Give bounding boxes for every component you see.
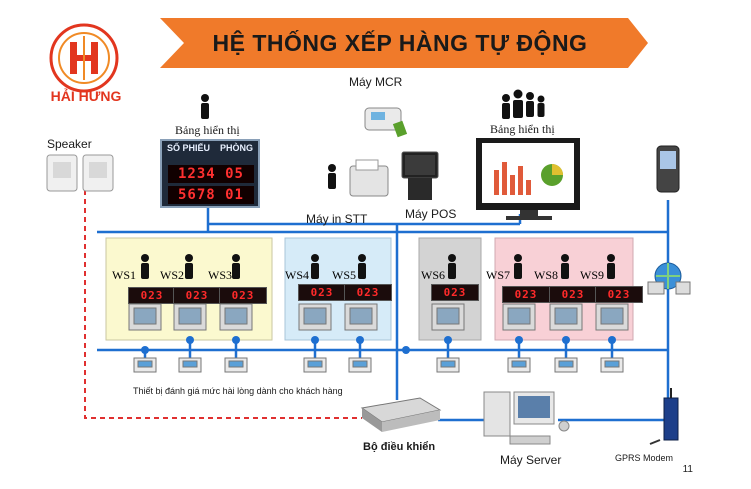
ws-label-4: WS4 [285,268,309,282]
person-icon [328,164,336,189]
ws-display-2: 023 [173,287,221,304]
ticket-printer-icon [349,159,389,197]
feedback-devices [133,357,624,373]
feedback-device-icon [507,357,531,373]
speaker-link [84,190,362,419]
person-icon [561,254,569,279]
network-junctions [141,336,616,354]
monitor-icon [173,303,207,331]
feedback-device-icon [436,357,460,373]
feedback-devices-label: Thiết bị đánh giá mức hài lòng dành cho … [133,386,343,396]
ws-display-3: 023 [219,287,267,304]
person-icon [185,254,193,279]
monitor-icon [502,303,536,331]
ws-label-8: WS8 [534,268,558,282]
ws-label-5: WS5 [332,268,356,282]
ws-display-9: 023 [595,286,643,303]
monitor-icon [219,303,253,331]
person-icon [513,89,523,118]
monitor-icon [128,303,162,331]
person-icon [232,254,240,279]
ws-display-8: 023 [549,286,597,303]
ws-display-7: 023 [502,286,550,303]
controller-icon [360,397,442,432]
speaker-icon [46,154,114,192]
person-icon [358,254,366,279]
person-icon [141,254,149,279]
page-number: 11 [682,464,693,475]
logo-name: HẢI HƯNG [50,88,122,104]
ws-display-1: 023 [128,287,176,304]
monitor-icon [595,303,629,331]
feedback-device-icon [133,357,157,373]
monitor-icon [344,303,378,331]
tv-display-icon [476,138,580,220]
ws-label-1: WS1 [112,268,136,282]
ws-display-4: 023 [298,284,346,301]
speaker-label: Speaker [47,137,92,151]
person-icon [537,95,545,117]
feedback-device-icon [224,357,248,373]
controller-label: Bộ điều khiển [363,441,436,453]
ws-label-6: WS6 [421,268,445,282]
feedback-device-icon [554,357,578,373]
server-label: Máy Server [500,453,562,467]
gprs-modem-icon [649,388,679,445]
mcr-label: Máy MCR [349,75,403,89]
monitor-icon [298,303,332,331]
monitor-icon [549,303,583,331]
internet-globe-icon [647,262,691,295]
network-lines [97,200,670,422]
board-row-1: 1234 05 [168,165,254,183]
title-banner [160,18,648,68]
feedback-device-icon [178,357,202,373]
person-icon [201,94,209,119]
feedback-device-icon [303,357,327,373]
ticket-printer-label: Máy in STT [306,212,368,226]
display-board-label: Bảng hiển thị [175,123,240,137]
ws-label-9: WS9 [580,268,604,282]
ws-display-6: 023 [431,284,479,301]
page-title: HỆ THỐNG XẾP HÀNG TỰ ĐỘNG [212,30,588,56]
ws-label-7: WS7 [486,268,510,282]
board-row-2: 5678 01 [168,186,254,204]
person-icon [311,254,319,279]
person-icons [141,89,615,279]
ws-label-3: WS3 [208,268,232,282]
board-header-ticket: SỐ PHIẾU [166,143,210,153]
mcr-icon [364,107,408,138]
ws-display-5: 023 [344,284,392,301]
ws-label-2: WS2 [160,268,184,282]
mobile-phone-icon [656,145,680,193]
gprs-modem-label: GPRS Modem [615,453,674,463]
board-header-room: PHÒNG [219,143,253,153]
display-board: SỐ PHIẾU PHÒNG 1234 05 5678 01 [160,139,260,208]
person-icon [514,254,522,279]
person-icon [502,94,510,119]
person-icon [607,254,615,279]
feedback-device-icon [600,357,624,373]
feedback-device-icon [348,357,372,373]
logo-mark [49,23,119,93]
workstation-monitors [128,303,629,331]
pos-icon [401,151,439,200]
tv-display-label: Bảng hiển thị [490,122,555,136]
monitor-icon [431,303,465,331]
person-icon [526,92,534,117]
person-icon [448,254,456,279]
server-icon [483,391,570,445]
pos-label: Máy POS [405,207,457,221]
